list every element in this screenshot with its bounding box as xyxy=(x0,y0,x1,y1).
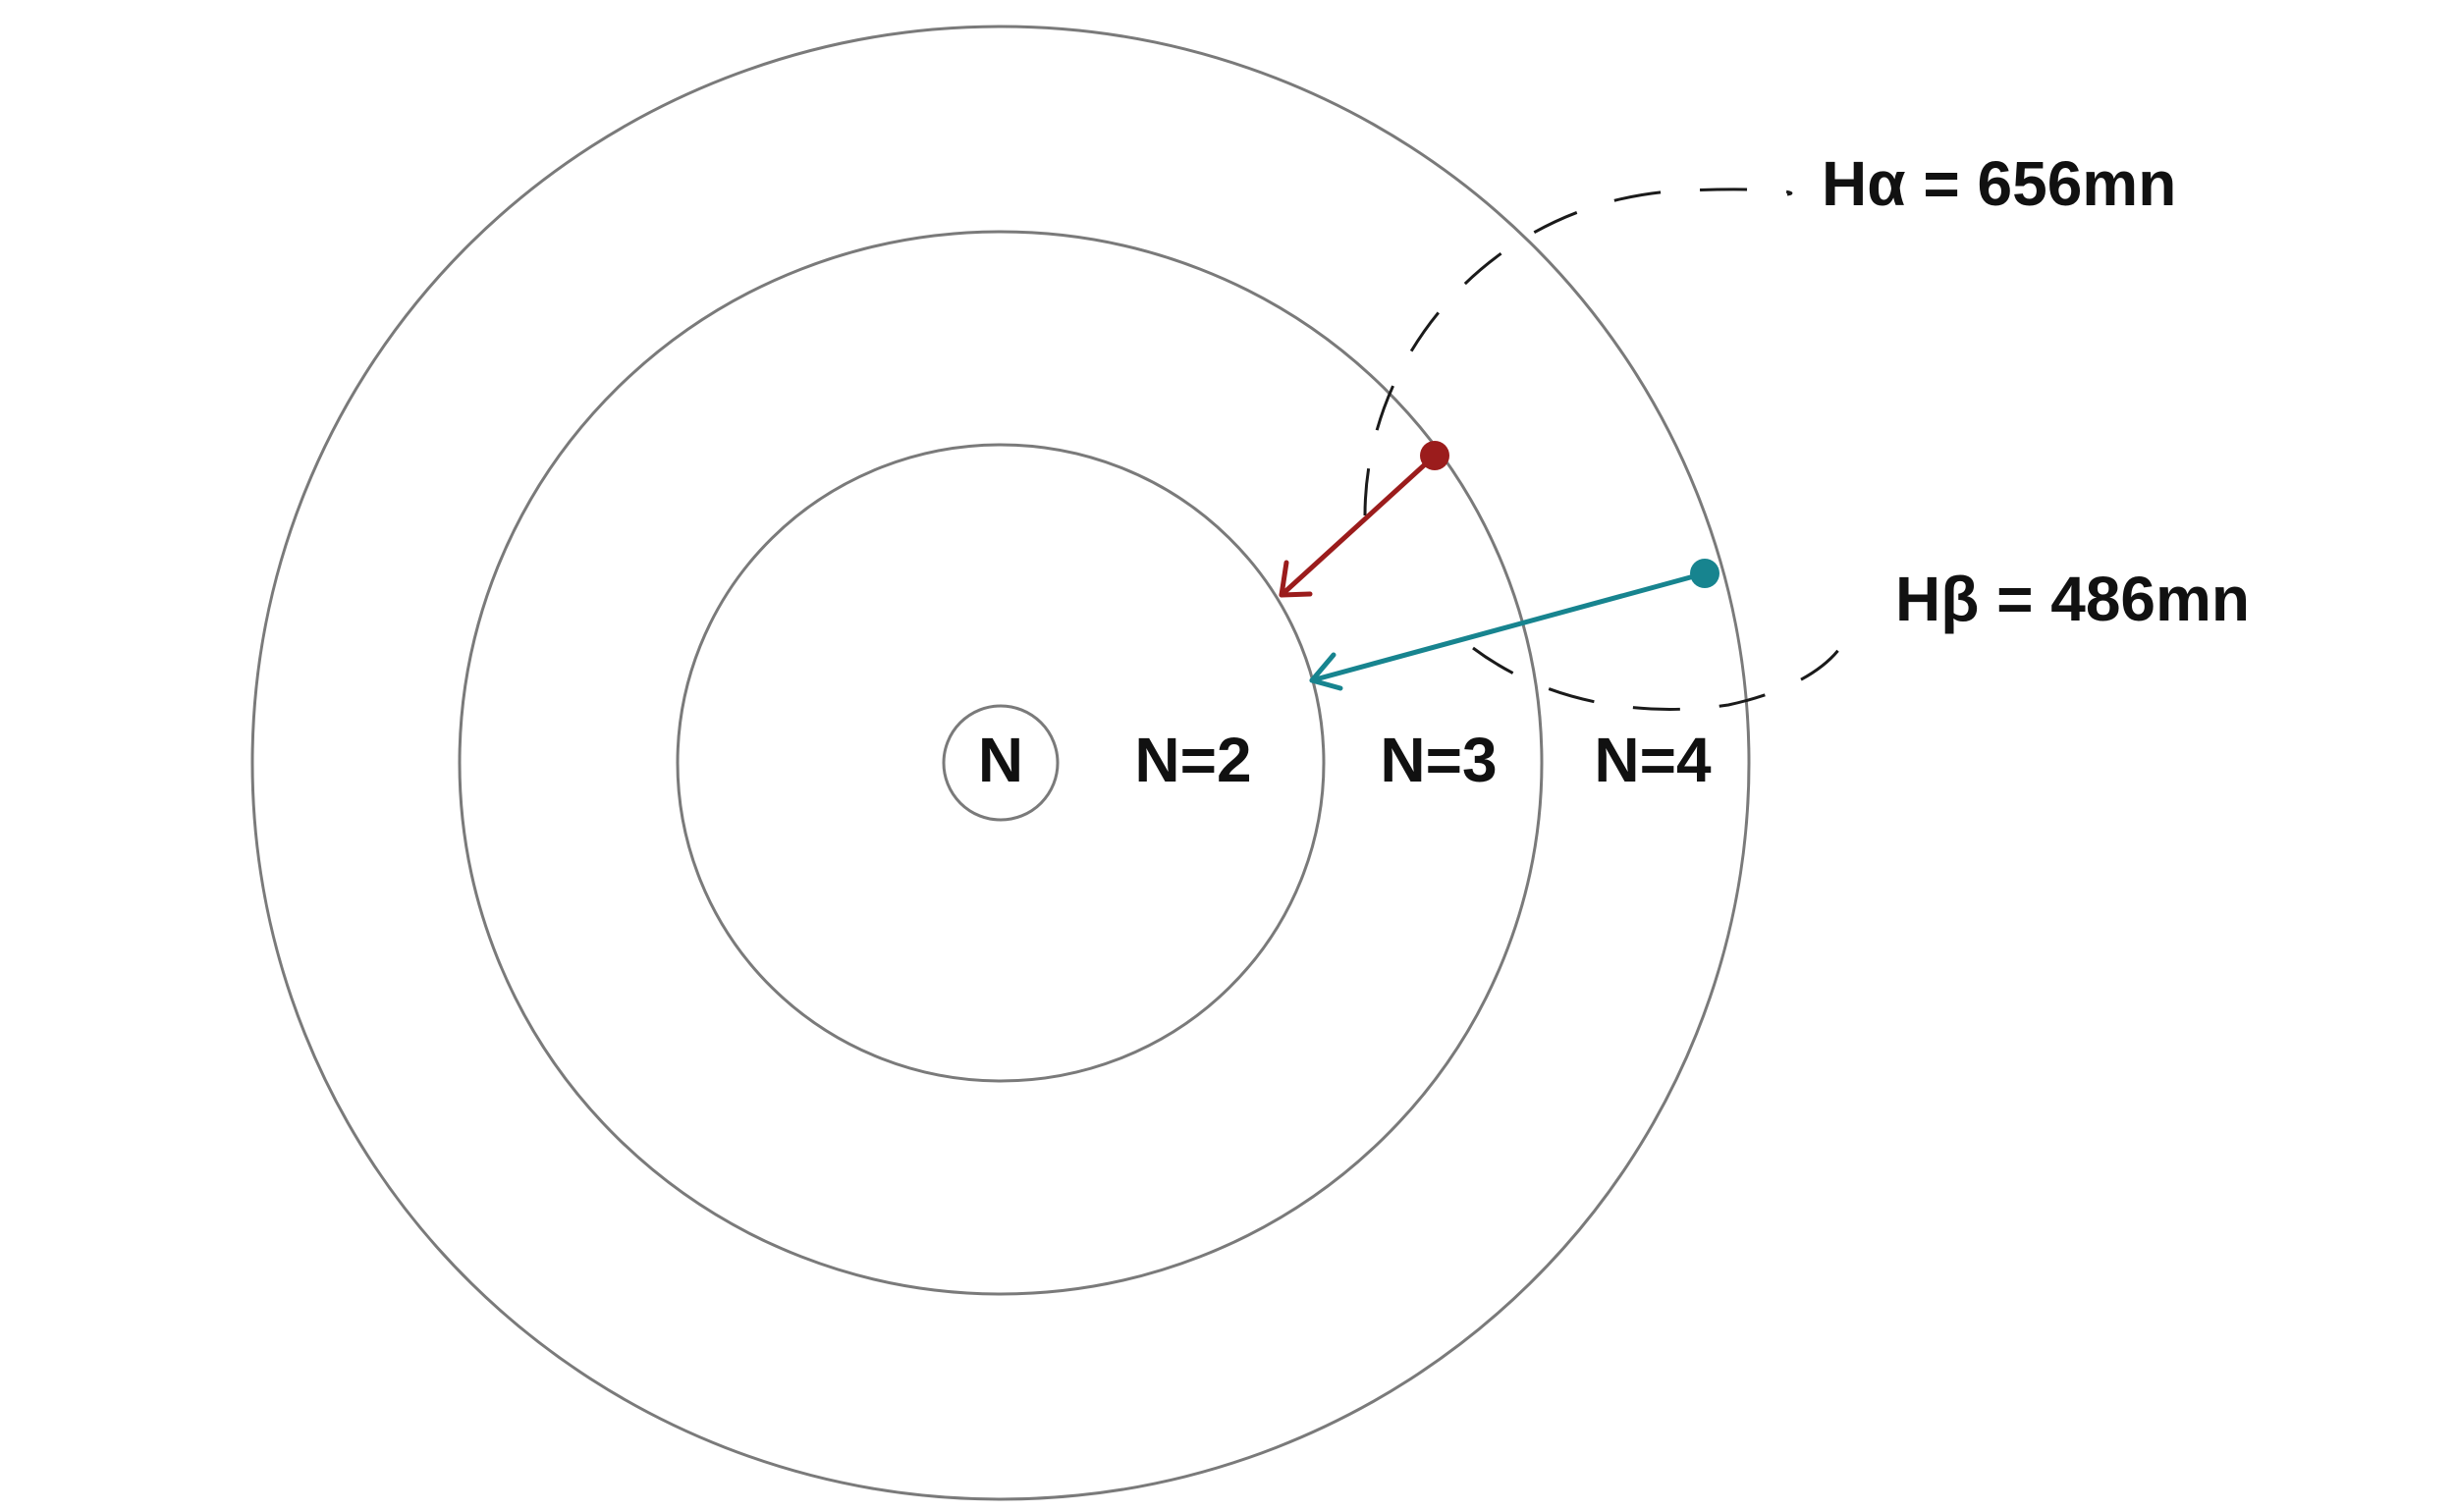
halpha-start-dot xyxy=(1420,441,1449,470)
halpha-arrowhead xyxy=(1279,560,1313,598)
hbeta-arrow-shaft xyxy=(1309,570,1708,683)
nucleus-label: N xyxy=(978,725,1023,795)
orbit-n3 xyxy=(458,230,1544,1296)
orbit-n2 xyxy=(676,443,1326,1083)
nucleus: N xyxy=(942,704,1060,822)
level-labels: N=2 N=3 N=4 xyxy=(1134,725,1712,795)
orbit-n4 xyxy=(250,25,1751,1501)
hbeta-callout-line xyxy=(1472,627,1853,711)
hbeta-label: Hβ = 486mn xyxy=(1895,564,2250,634)
transition-labels: Hα = 656mn Hβ = 486mn xyxy=(1822,148,2250,634)
halpha-callout-line xyxy=(1363,188,1793,516)
nucleus-circle xyxy=(942,704,1060,822)
level-label-n3: N=3 xyxy=(1380,725,1497,795)
halpha-arrow-shaft xyxy=(1279,453,1438,598)
halpha-transition xyxy=(1279,441,1449,598)
level-label-n4: N=4 xyxy=(1594,725,1712,795)
orbit-rings xyxy=(250,25,1751,1501)
halpha-label: Hα = 656mn xyxy=(1822,148,2176,219)
hbeta-arrowhead xyxy=(1309,652,1343,691)
callouts xyxy=(1363,188,1853,711)
hbeta-transition xyxy=(1309,559,1719,691)
level-label-n2: N=2 xyxy=(1134,725,1251,795)
hbeta-start-dot xyxy=(1690,559,1719,588)
